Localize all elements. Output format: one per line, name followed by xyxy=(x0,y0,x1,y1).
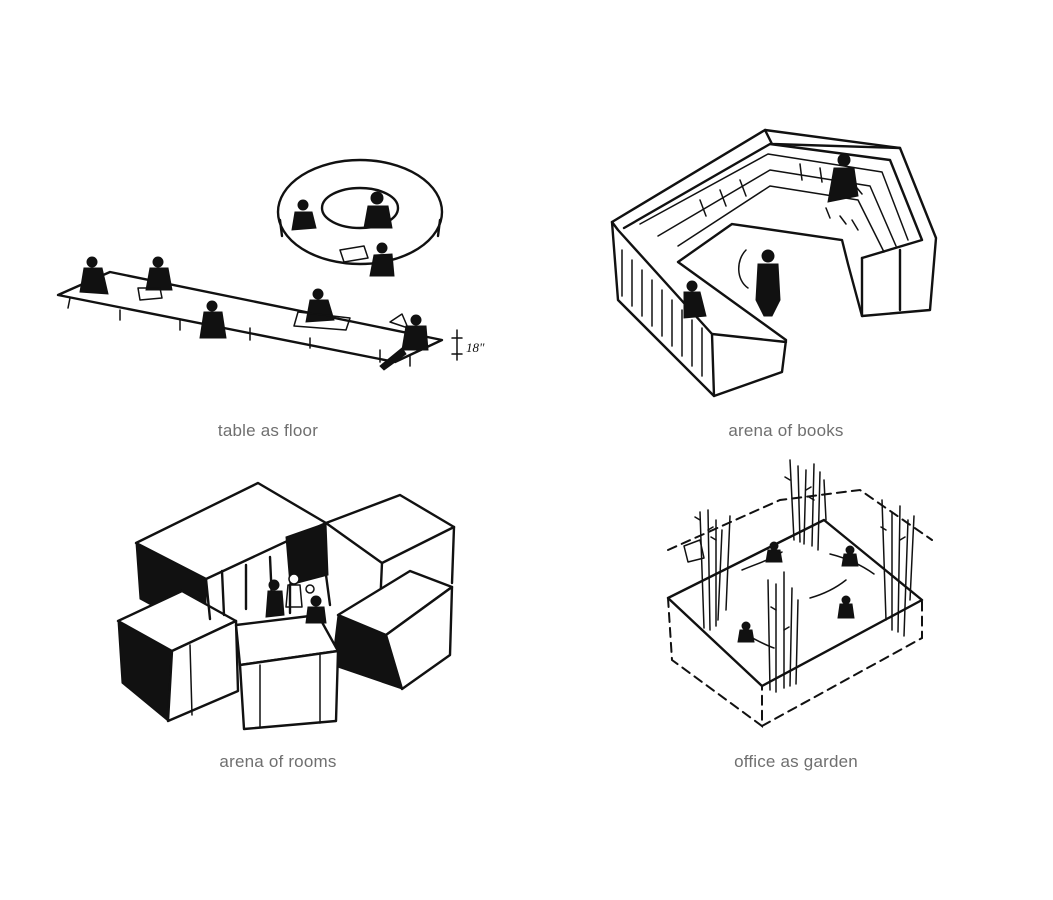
desk-clusters xyxy=(737,541,875,649)
arena-of-rooms-drawing xyxy=(116,481,456,731)
caption-arena-of-rooms: arena of rooms xyxy=(219,752,337,771)
office-as-garden-sketch xyxy=(660,459,940,750)
caption-arena-of-books: arena of books xyxy=(728,421,844,440)
office-as-garden-drawing xyxy=(666,459,933,728)
bookcase-u-shape xyxy=(610,128,938,398)
arena-of-rooms-sketch xyxy=(110,475,470,745)
people-silhouettes xyxy=(79,191,429,371)
round-platform xyxy=(276,158,444,266)
caption-office-as-garden: office as garden xyxy=(734,752,858,771)
table-as-floor-sketch: 18" xyxy=(50,150,510,390)
room-boxes xyxy=(116,481,456,731)
arena-of-books-drawing xyxy=(610,128,938,398)
table-height-annotation: 18" xyxy=(466,340,485,355)
height-dimension-mark xyxy=(451,329,463,361)
bamboo-plants xyxy=(694,459,915,693)
table-as-floor-drawing: 18" xyxy=(56,158,485,371)
arena-of-books-sketch xyxy=(600,120,950,410)
caption-table-as-floor: table as floor xyxy=(217,421,319,440)
people-silhouettes xyxy=(683,153,859,319)
long-table-platform xyxy=(56,270,444,367)
people-silhouettes xyxy=(265,573,327,624)
